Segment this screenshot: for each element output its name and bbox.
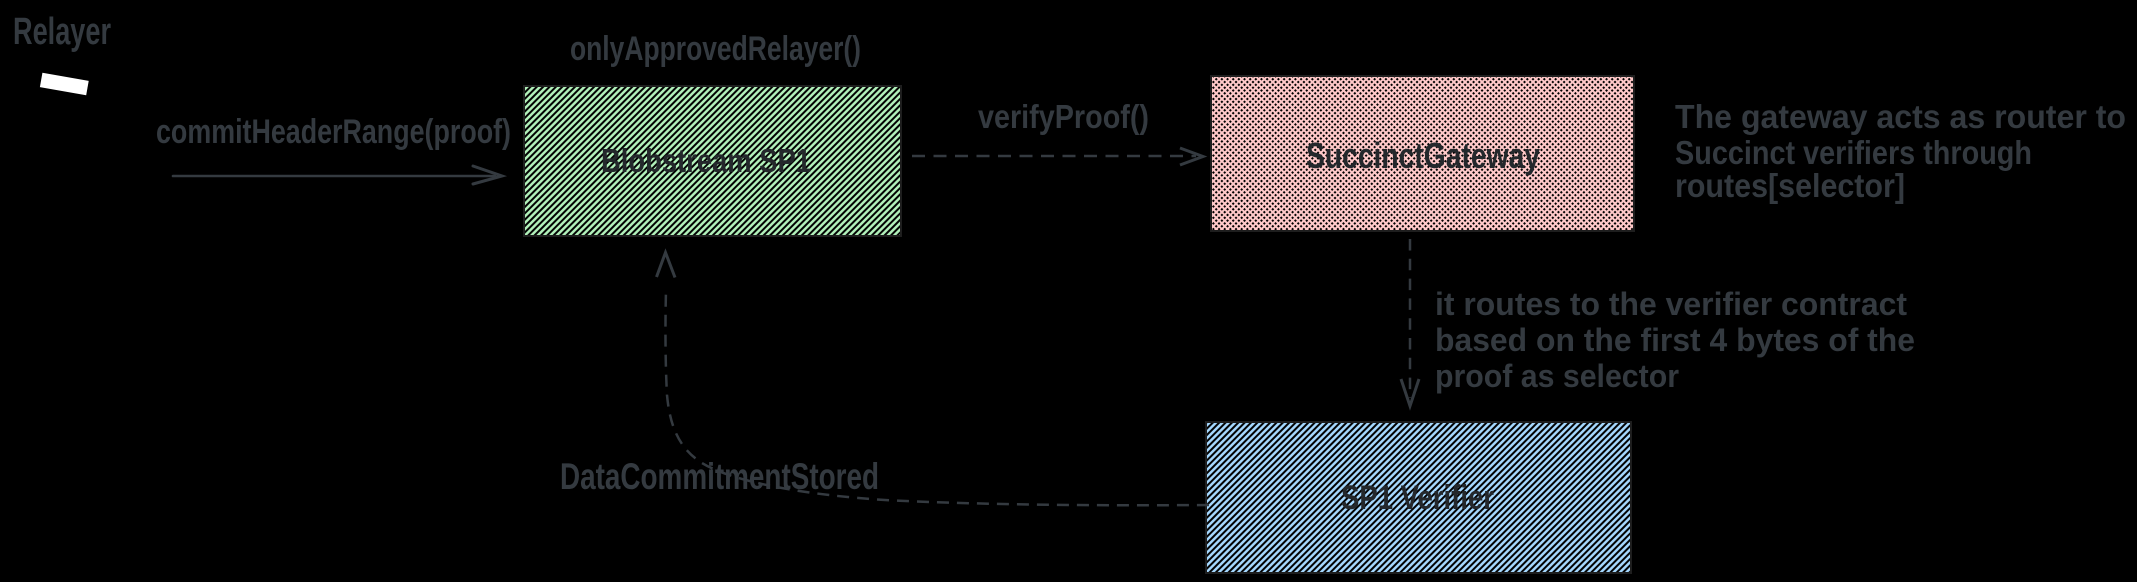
svg-text:SP1 Verifier: SP1 Verifier [1341,479,1494,517]
svg-text:based on the first 4 bytes of: based on the first 4 bytes of the [1435,322,1915,358]
svg-text:Relayer: Relayer [13,11,111,53]
svg-text:commitHeaderRange(proof): commitHeaderRange(proof) [156,113,511,151]
svg-text:Succinct verifiers through: Succinct verifiers through [1675,134,2032,171]
svg-text:proof as selector: proof as selector [1435,358,1679,394]
svg-text:routes[selector]: routes[selector] [1675,167,1905,204]
svg-text:onlyApprovedRelayer(): onlyApprovedRelayer() [570,30,861,68]
svg-text:DataCommitmentStored: DataCommitmentStored [560,456,879,497]
svg-text:The gateway acts as router to: The gateway acts as router to [1675,98,2126,135]
svg-text:SuccinctGateway: SuccinctGateway [1306,135,1540,176]
svg-text:Blobstream SP1: Blobstream SP1 [601,142,811,179]
svg-text:verifyProof(): verifyProof() [978,98,1149,135]
svg-text:it routes to the verifier cont: it routes to the verifier contract [1435,286,1907,322]
